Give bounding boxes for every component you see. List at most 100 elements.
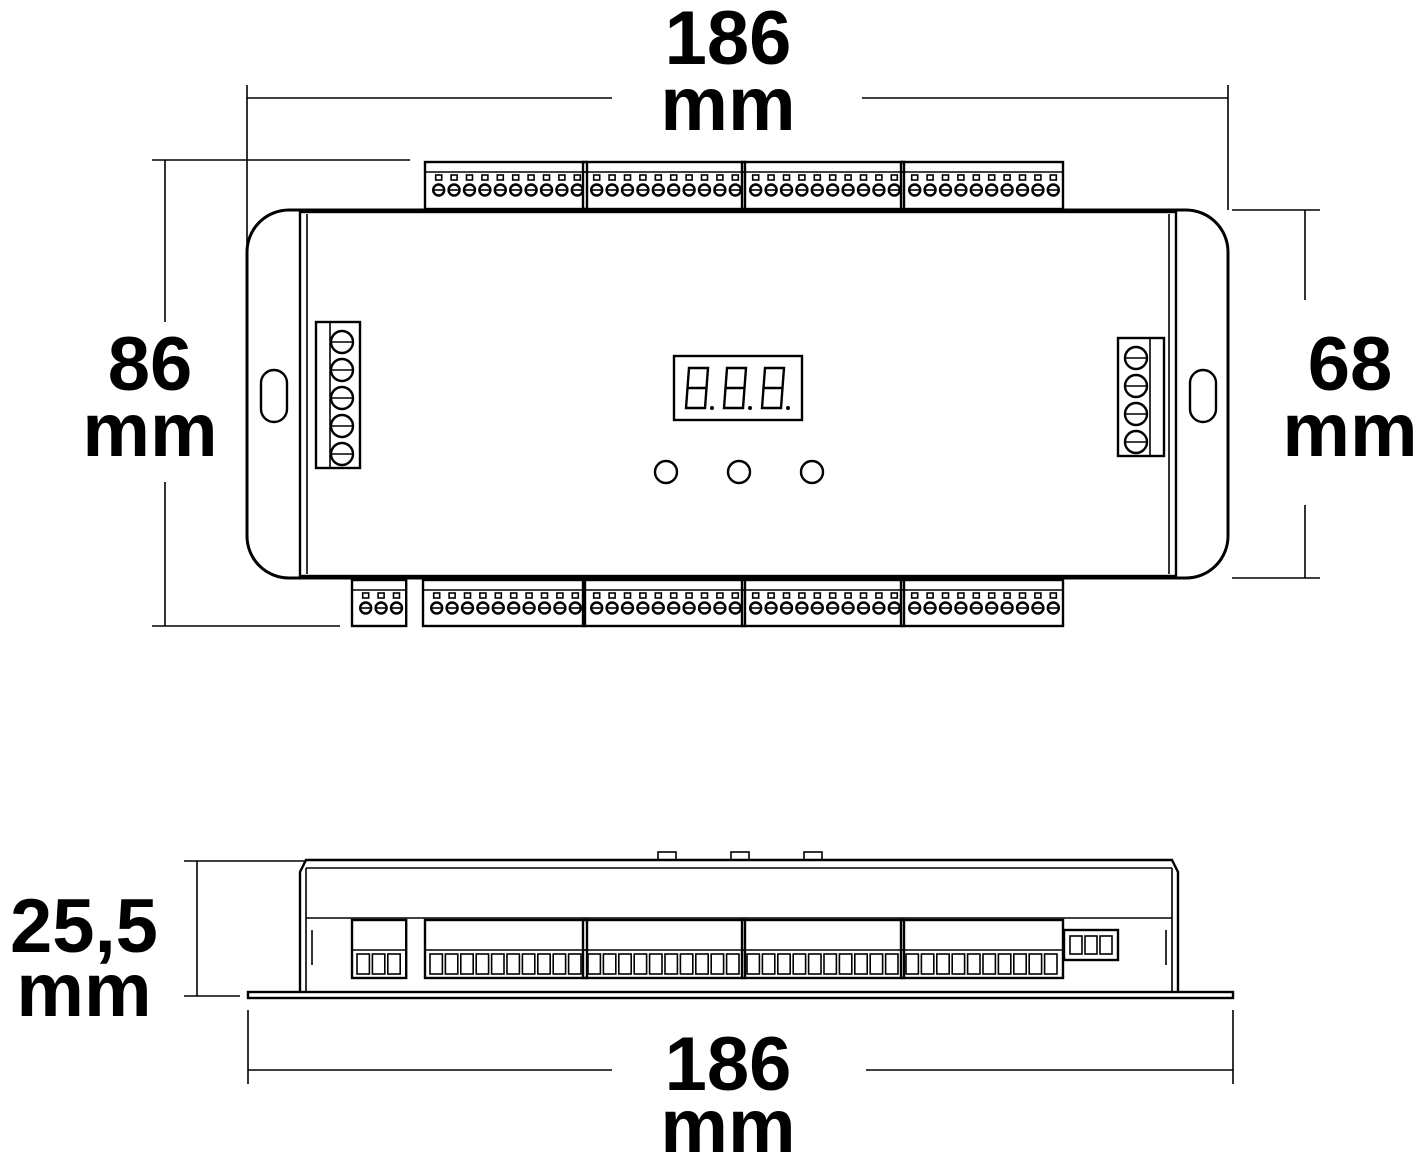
side-terminal-port <box>746 953 761 975</box>
terminal-pin <box>608 592 616 599</box>
terminal-screw <box>1123 345 1149 371</box>
side-terminal-port <box>823 953 838 975</box>
terminal-pin <box>654 174 663 181</box>
button-cap-3 <box>803 851 823 861</box>
terminal-pin <box>844 592 852 599</box>
terminal-pin <box>432 592 441 599</box>
terminal-pin <box>361 592 370 599</box>
right-height-value: 68 <box>1308 322 1393 407</box>
terminal-pin <box>1049 592 1058 599</box>
terminal-screw <box>728 601 742 615</box>
terminal-pin <box>782 174 791 181</box>
terminal-screw <box>445 601 459 615</box>
terminal-screw <box>329 357 355 383</box>
terminal-pin <box>716 592 724 599</box>
top-terminal-block <box>899 160 1065 211</box>
top-width-unit: mm <box>660 62 795 147</box>
display-digit <box>722 366 752 410</box>
terminal-screw <box>590 601 604 615</box>
side-terminal-port <box>617 953 632 975</box>
terminal-screw <box>779 601 794 615</box>
terminal-screw <box>1046 183 1061 197</box>
button-2 <box>726 459 752 485</box>
side-terminal-block <box>899 918 1065 980</box>
display-digit <box>760 366 790 410</box>
digit-outline <box>684 366 710 410</box>
side-terminal-port <box>664 953 679 975</box>
left-terminal-block <box>314 320 362 470</box>
side-terminal-port <box>552 953 567 975</box>
side-terminal-port <box>1043 953 1058 975</box>
top-view: 186 mm 86 mm 68 mm <box>82 0 1418 628</box>
terminal-pin <box>573 174 582 181</box>
dimension-left-height: 86 mm <box>82 159 410 627</box>
terminal-pin <box>828 174 837 181</box>
terminal-pin <box>556 592 564 599</box>
terminal-pin <box>1018 174 1027 181</box>
terminal-screw <box>985 183 999 197</box>
terminal-pin <box>813 592 822 599</box>
terminal-block-outline <box>581 160 747 211</box>
side-terminal-outline <box>350 918 408 980</box>
digit-outline <box>722 366 748 410</box>
terminal-screw <box>938 601 953 615</box>
terminal-screw <box>841 601 855 615</box>
terminal-pin <box>481 174 489 181</box>
terminal-screw <box>697 183 712 197</box>
side-terminal-port <box>710 953 725 975</box>
terminal-pin <box>700 174 709 181</box>
terminal-screw <box>359 601 373 615</box>
terminal-pin <box>509 592 518 599</box>
terminal-pin <box>669 174 678 181</box>
terminal-screw <box>620 183 635 197</box>
seven-segment-display <box>672 354 804 422</box>
side-terminal-port <box>869 953 884 975</box>
terminal-screw <box>969 601 983 615</box>
digit-outline <box>760 366 786 410</box>
terminal-screw <box>651 183 665 197</box>
terminal-screw <box>954 601 968 615</box>
terminal-screw <box>1015 183 1030 197</box>
digit-point <box>748 406 752 410</box>
terminal-screw <box>590 183 604 197</box>
dimension-right-height: 68 mm <box>1232 209 1418 579</box>
terminal-pin <box>972 592 981 599</box>
housing-outline <box>245 208 1230 580</box>
terminal-screw <box>1031 601 1045 615</box>
terminal-screw <box>478 183 492 197</box>
side-terminal-port <box>725 953 740 975</box>
terminal-screw <box>460 601 475 615</box>
terminal-pin <box>392 592 401 599</box>
bottom-terminal-block <box>421 578 587 628</box>
housing-cover <box>298 210 1178 578</box>
side-terminal-port <box>1012 953 1027 975</box>
button-cap-1 <box>657 851 677 861</box>
side-height-value: 25,5 <box>10 884 158 969</box>
terminal-pin <box>941 174 950 181</box>
terminal-screw <box>1000 601 1014 615</box>
terminal-pin <box>875 592 883 599</box>
top-terminal-block <box>423 160 589 211</box>
side-terminal-port <box>776 953 791 975</box>
terminal-screw <box>636 601 650 615</box>
terminal-screw <box>491 601 505 615</box>
button-1 <box>653 459 679 485</box>
terminal-pin <box>465 174 474 181</box>
side-terminal-port <box>694 953 709 975</box>
terminal-block-outline <box>740 578 906 628</box>
terminal-pin <box>496 174 505 181</box>
terminal-screw <box>682 601 696 615</box>
terminal-screw <box>667 601 681 615</box>
side-terminal-port <box>679 953 694 975</box>
terminal-pin <box>1034 592 1042 599</box>
side-connector <box>1062 928 1120 962</box>
side-terminal-outline <box>423 918 589 980</box>
side-terminal-port <box>356 953 371 975</box>
terminal-screw <box>856 183 871 197</box>
mounting-slot-left <box>259 368 289 424</box>
side-terminal-port <box>792 953 807 975</box>
terminal-block-outline <box>423 160 589 211</box>
terminal-screw <box>329 329 355 355</box>
button-3 <box>799 459 825 485</box>
side-terminal-port <box>1028 953 1043 975</box>
